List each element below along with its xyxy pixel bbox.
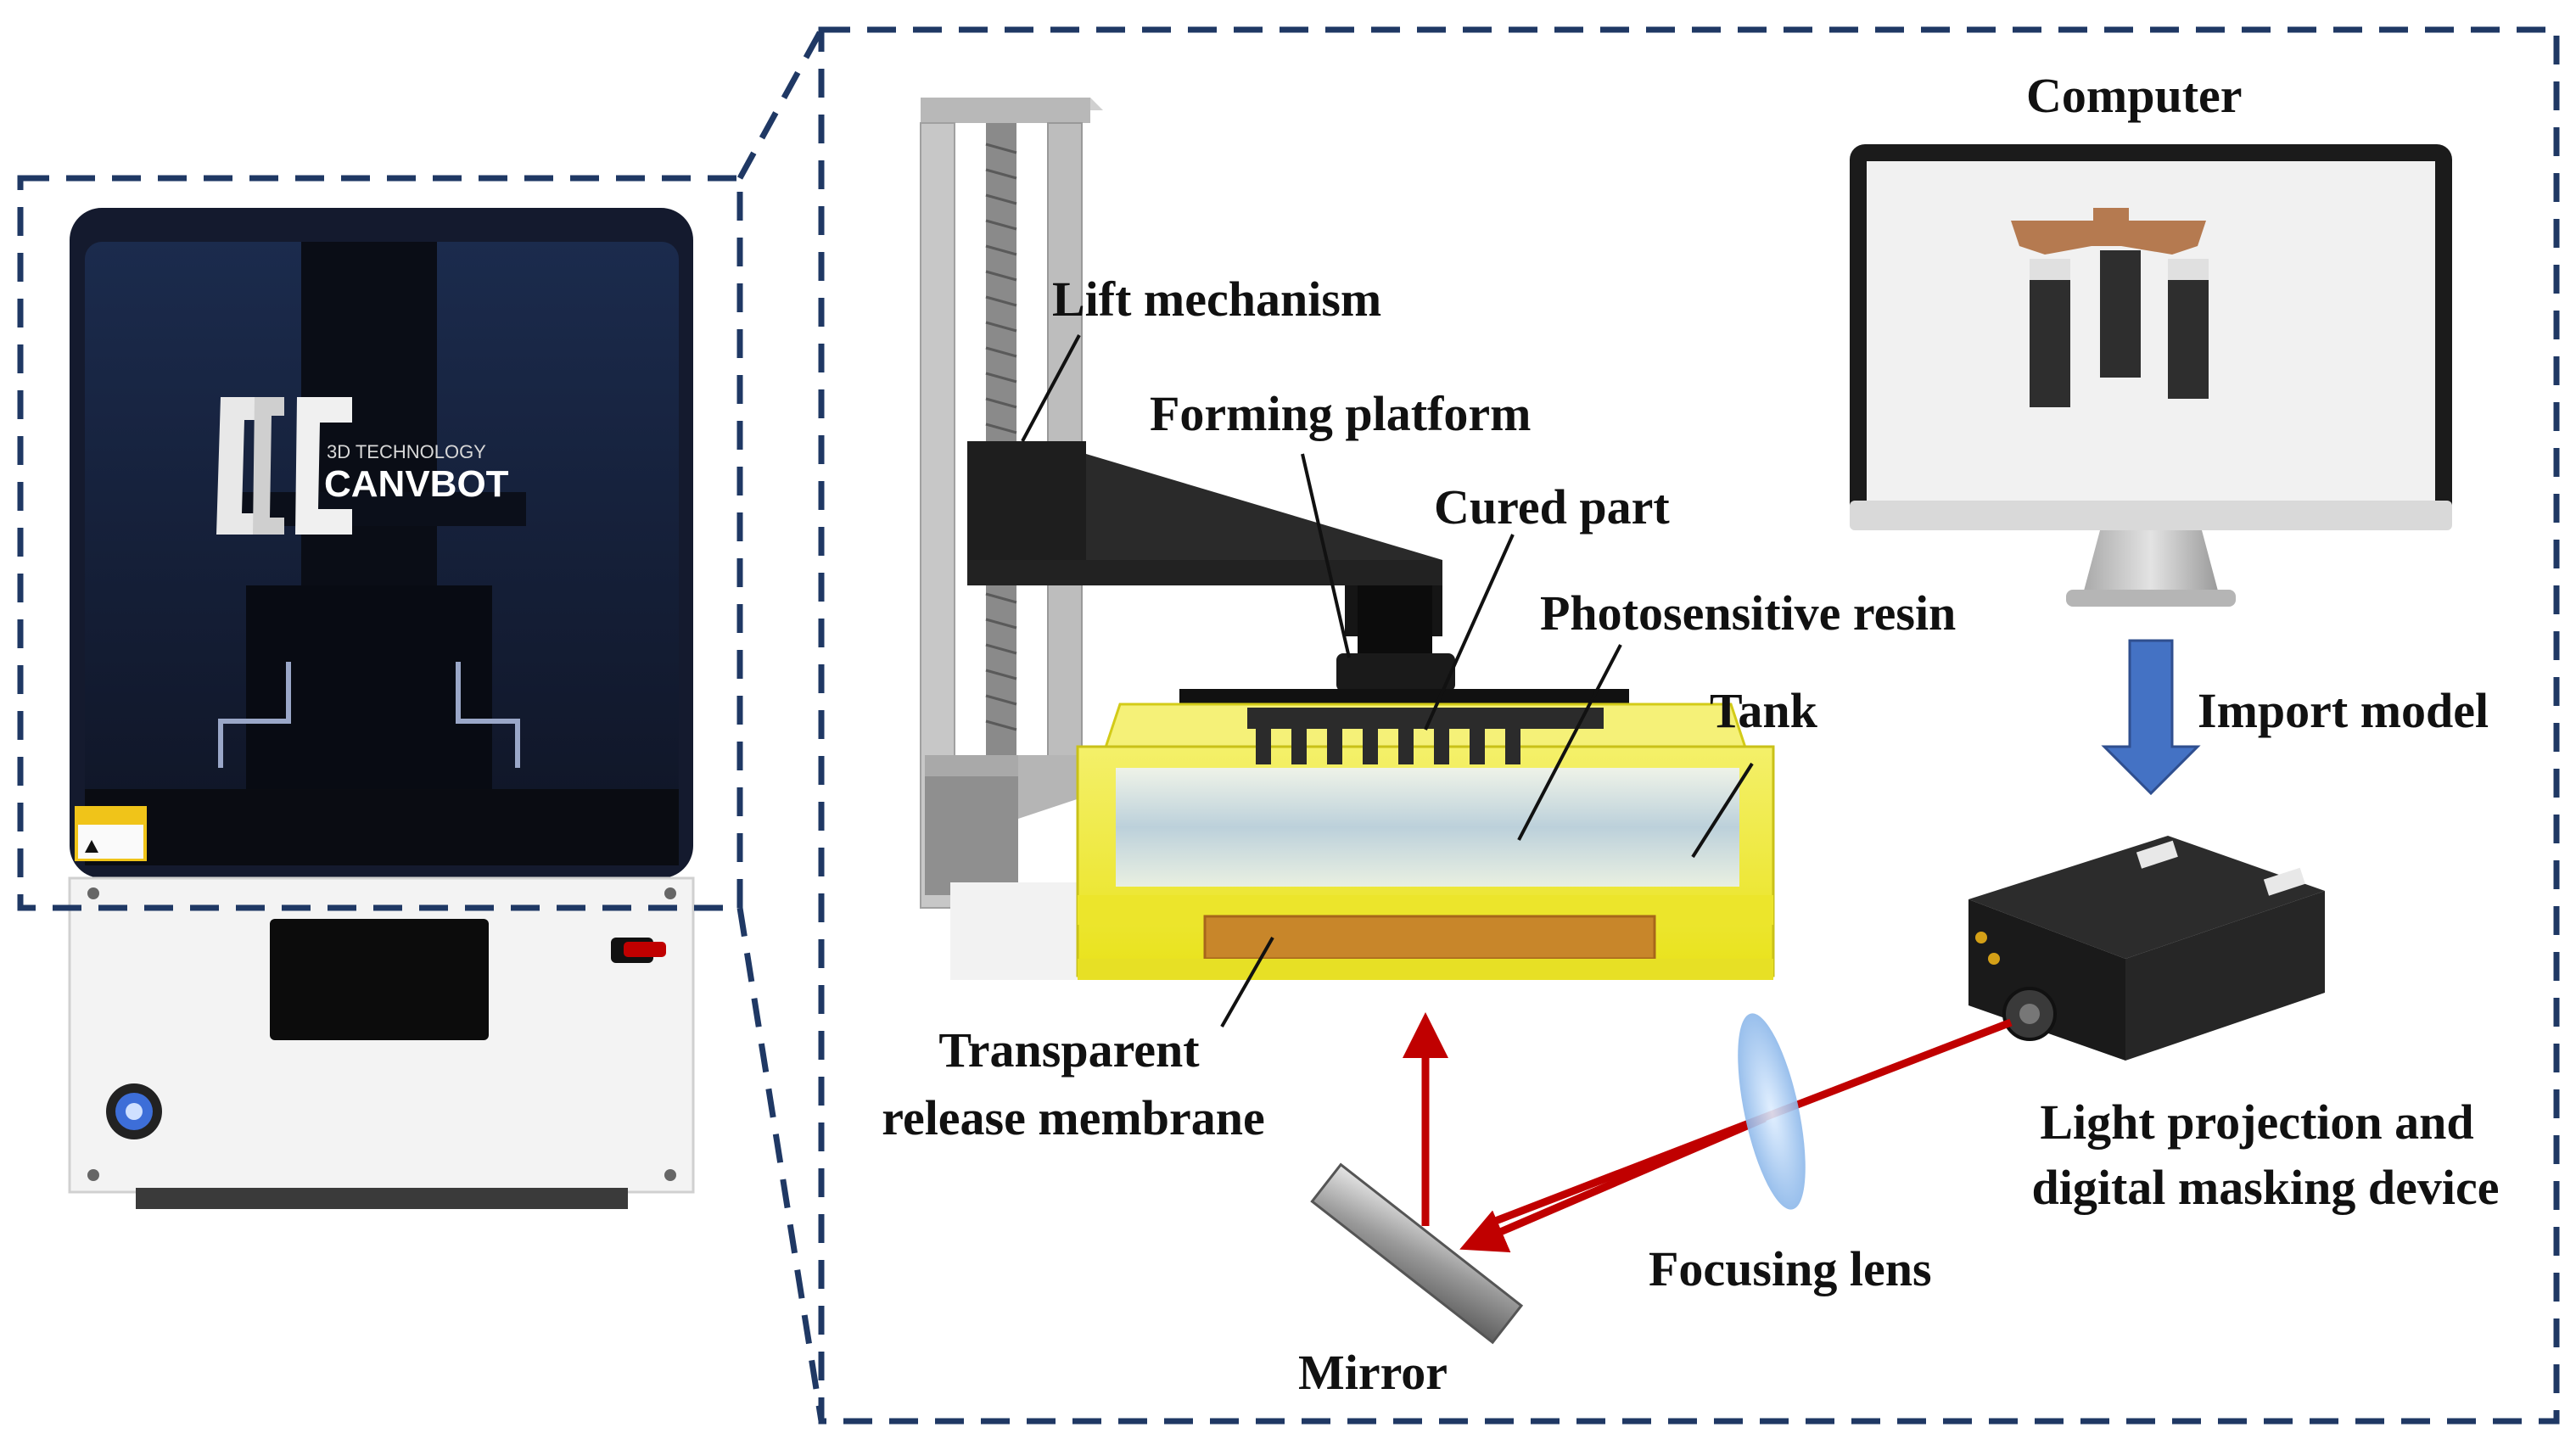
label-photosensitive-resin: Photosensitive resin xyxy=(1540,585,1957,641)
projector xyxy=(1968,836,2325,1061)
zoom-connector-top xyxy=(736,28,825,180)
forming-platform xyxy=(967,441,1629,708)
usb-stick xyxy=(624,942,666,957)
printer-vat-frame xyxy=(218,662,520,768)
printer-highlight-box xyxy=(17,175,743,911)
light-beam-to-mirror xyxy=(1459,1114,1767,1253)
resin xyxy=(1116,768,1739,887)
label-import-model: Import model xyxy=(2198,683,2489,738)
printer-base-foot xyxy=(136,1188,628,1209)
logo-small-text: 3D TECHNOLOGY xyxy=(327,441,486,462)
import-arrow xyxy=(2101,639,2201,796)
label-lift-mechanism: Lift mechanism xyxy=(1052,272,1382,327)
gripper-model xyxy=(2011,208,2209,407)
label-computer: Computer xyxy=(2026,68,2243,123)
cured-part xyxy=(1247,708,1604,764)
printer-illustration: 3D TECHNOLOGY CANVBOT xyxy=(68,208,695,1209)
warning-icon xyxy=(85,840,98,853)
zoom-connector-bottom xyxy=(736,907,825,1422)
leader-lines xyxy=(1021,334,1754,1027)
label-light-projection-line1: Light projection and xyxy=(2040,1094,2474,1150)
label-forming-platform: Forming platform xyxy=(1150,386,1532,441)
mirror xyxy=(1310,1162,1524,1345)
printer-build-area xyxy=(246,585,492,789)
label-transparent-membrane-line2: release membrane xyxy=(882,1090,1265,1145)
schematic-frame xyxy=(818,26,2560,1425)
lift-mechanism xyxy=(920,98,1103,909)
computer xyxy=(1850,144,2452,607)
resin-tank xyxy=(950,703,1775,980)
label-tank: Tank xyxy=(1710,683,1817,738)
touchscreen xyxy=(270,919,489,1040)
printer-base-plate xyxy=(85,789,679,865)
monitor-stand xyxy=(2083,530,2219,594)
label-light-projection-line2: digital masking device xyxy=(2031,1160,2500,1215)
logo-brand-text: CANVBOT xyxy=(324,463,509,505)
release-membrane xyxy=(1203,915,1656,960)
label-cured-part: Cured part xyxy=(1434,479,1670,535)
label-mirror: Mirror xyxy=(1298,1345,1448,1400)
label-focusing-lens: Focusing lens xyxy=(1649,1241,1932,1296)
monitor-screen xyxy=(1867,161,2435,501)
canvbot-logo: 3D TECHNOLOGY CANVBOT xyxy=(216,397,509,535)
zoom-outline xyxy=(17,26,2560,1425)
focusing-lens xyxy=(1738,1013,1806,1210)
stepper-motor xyxy=(925,776,1018,895)
label-transparent-membrane-line1: Transparent xyxy=(938,1022,1200,1078)
